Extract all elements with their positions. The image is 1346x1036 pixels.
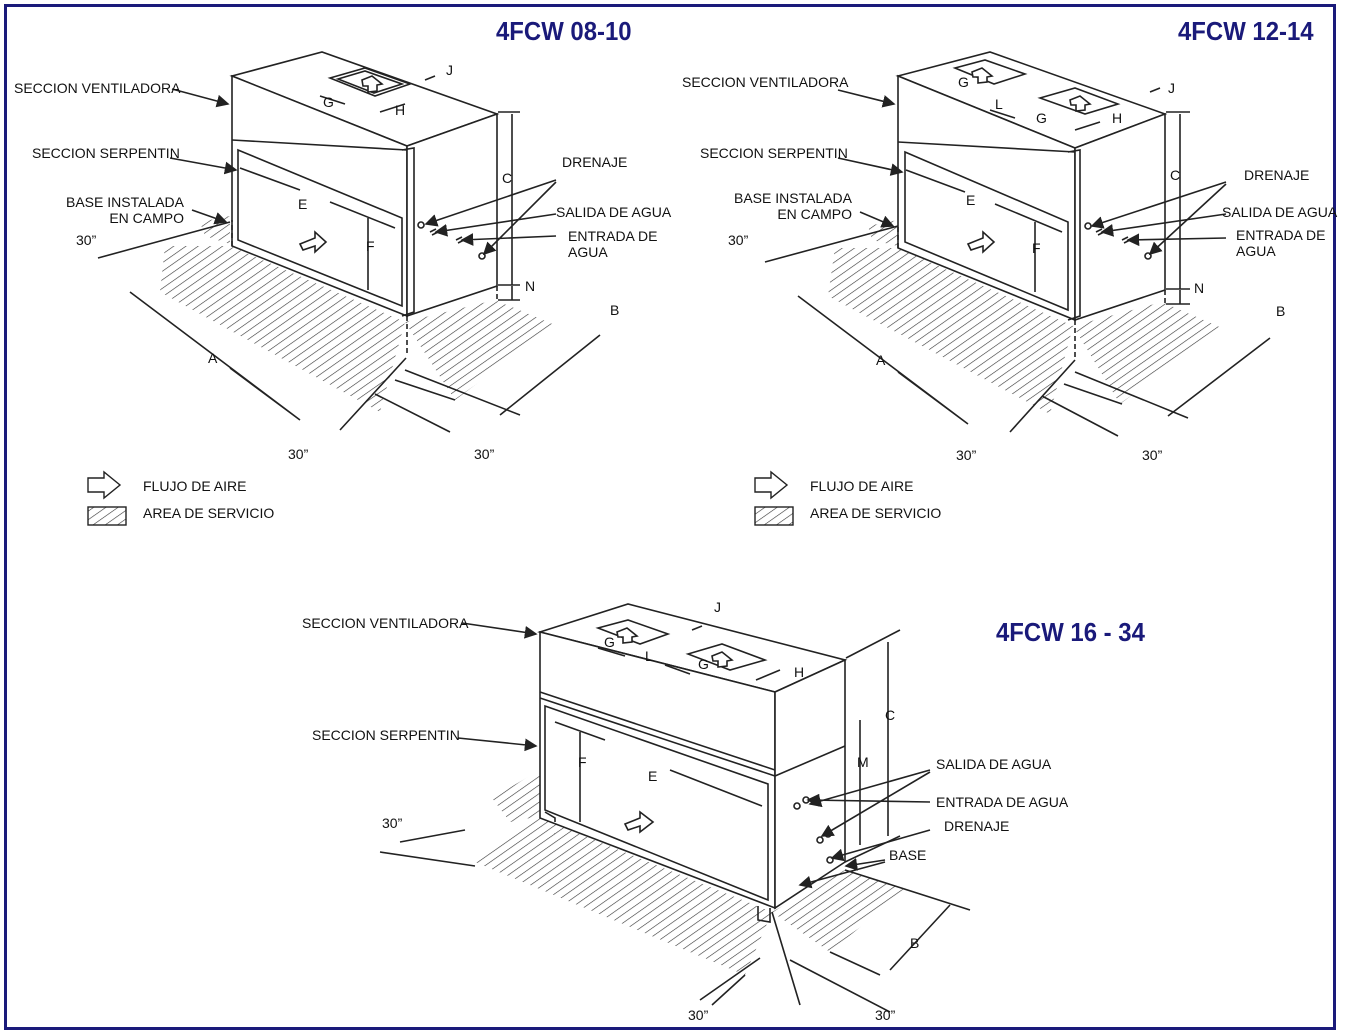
service-area-right-3 bbox=[772, 870, 905, 952]
coil-opening-3 bbox=[544, 704, 769, 902]
label-coil-section: SECCION SERPENTIN bbox=[312, 727, 460, 743]
coil-opening-1 bbox=[237, 148, 403, 308]
service-area-back-3 bbox=[492, 770, 540, 822]
dim-e: E bbox=[298, 196, 308, 212]
dim-clear-left: 30” bbox=[728, 232, 749, 248]
legend-airflow-label: FLUJO DE AIRE bbox=[143, 478, 247, 494]
legend-service-area-label: AREA DE SERVICIO bbox=[810, 505, 942, 521]
dim-n: N bbox=[1194, 280, 1205, 296]
dim-h: H bbox=[1112, 110, 1123, 126]
label-fan-section: SECCION VENTILADORA bbox=[302, 615, 469, 631]
label-fan-section: SECCION VENTILADORA bbox=[14, 80, 181, 96]
dim-a: A bbox=[876, 352, 886, 368]
label-coil-section: SECCION SERPENTIN bbox=[32, 145, 180, 161]
dim-g: G bbox=[1036, 110, 1047, 126]
airflow-arrow-icon bbox=[87, 470, 122, 500]
dim-e: E bbox=[966, 192, 976, 208]
dim-clear-front: 30” bbox=[956, 447, 977, 463]
dim-b: B bbox=[610, 302, 620, 318]
dim-f: F bbox=[1032, 240, 1041, 256]
title-16-34: 4FCW 16 - 34 bbox=[996, 617, 1145, 647]
dim-e: E bbox=[648, 768, 658, 784]
dim-c: C bbox=[885, 707, 896, 723]
service-area-front-2 bbox=[828, 248, 1073, 414]
dim-h: H bbox=[794, 664, 805, 680]
dim-n: N bbox=[525, 278, 536, 294]
service-area-front-3 bbox=[475, 818, 772, 975]
dim-b: B bbox=[910, 935, 920, 951]
legend-service-area-label: AREA DE SERVICIO bbox=[143, 505, 275, 521]
dim-clear-front: 30” bbox=[288, 446, 309, 462]
dim-clear-right: 30” bbox=[474, 446, 495, 462]
dim-c: C bbox=[502, 170, 513, 186]
dim-g: G bbox=[698, 656, 709, 672]
airflow-arrow-icon bbox=[754, 470, 789, 500]
dim-clear-right: 30” bbox=[1142, 447, 1163, 463]
dim-g: G bbox=[604, 634, 615, 650]
dim-f: F bbox=[578, 754, 587, 770]
dim-c: C bbox=[1170, 167, 1181, 183]
label-water-out: SALIDA DE AGUA bbox=[1222, 204, 1338, 220]
service-area-swatch bbox=[754, 506, 794, 526]
label-drain: DRENAJE bbox=[1244, 167, 1310, 183]
unit-08-10 bbox=[97, 51, 601, 433]
unit-12-14 bbox=[764, 51, 1271, 437]
dim-clear-right: 30” bbox=[875, 1007, 896, 1023]
label-coil-section: SECCION SERPENTIN bbox=[700, 145, 848, 161]
dim-clear-front: 30” bbox=[688, 1007, 709, 1023]
cabinet-side-3 bbox=[774, 658, 846, 910]
dim-clear-left: 30” bbox=[382, 815, 403, 831]
dim-j: J bbox=[1168, 80, 1175, 96]
dim-g: G bbox=[323, 94, 334, 110]
figure-frame bbox=[4, 4, 1336, 1030]
title-08-10: 4FCW 08-10 bbox=[496, 16, 632, 46]
label-fan-section: SECCION VENTILADORA bbox=[682, 74, 849, 90]
service-area-front-1 bbox=[160, 246, 405, 412]
label-base: BASE bbox=[889, 847, 927, 863]
dim-l: L bbox=[645, 648, 653, 664]
label-water-out: SALIDA DE AGUA bbox=[556, 204, 672, 220]
dim-l: L bbox=[995, 96, 1003, 112]
dim-b: B bbox=[1276, 303, 1286, 319]
dim-m: M bbox=[857, 754, 869, 770]
label-water-in: ENTRADA DE AGUA bbox=[936, 794, 1069, 810]
service-area-back-1 bbox=[200, 216, 230, 244]
legend-2 bbox=[754, 470, 794, 526]
label-drain: DRENAJE bbox=[944, 818, 1010, 834]
dim-j: J bbox=[446, 62, 453, 78]
coil-opening-2 bbox=[904, 150, 1069, 312]
service-area-swatch bbox=[87, 506, 127, 526]
dim-f: F bbox=[366, 238, 375, 254]
dim-a: A bbox=[208, 350, 218, 366]
label-water-out: SALIDA DE AGUA bbox=[936, 756, 1052, 772]
dim-h: H bbox=[395, 102, 406, 118]
legend-1 bbox=[87, 470, 127, 526]
dim-clear-left: 30” bbox=[76, 232, 97, 248]
legend-airflow-label: FLUJO DE AIRE bbox=[810, 478, 914, 494]
label-drain: DRENAJE bbox=[562, 154, 628, 170]
dim-g: G bbox=[958, 74, 969, 90]
service-area-right-1 bbox=[405, 300, 555, 400]
service-area-right-2 bbox=[1073, 302, 1222, 404]
dim-j: J bbox=[714, 599, 721, 615]
unit-16-34 bbox=[379, 603, 971, 1013]
title-12-14: 4FCW 12-14 bbox=[1178, 16, 1314, 46]
